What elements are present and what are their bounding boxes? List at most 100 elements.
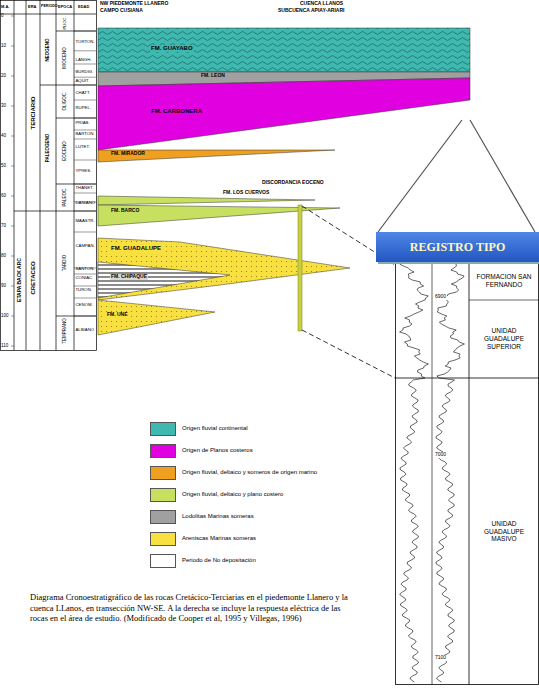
- stage-boundary: [74, 139, 96, 140]
- chart-label: 20: [1, 74, 6, 79]
- chart-label: EPOCA: [58, 5, 72, 9]
- correlation-line: [302, 330, 395, 378]
- node-text: UNIDAD GUADALUPE MASIVO: [471, 520, 537, 543]
- stage-boundary: [74, 298, 96, 299]
- stage-boundary: [74, 316, 96, 317]
- carbonera-band: [98, 78, 470, 150]
- node-text: FM. GUADALUPE: [111, 245, 161, 252]
- legend-text: Periodo de No depositación: [182, 557, 256, 564]
- log-curves: [400, 264, 465, 682]
- node-text: UNIDAD GUADALUPE SUPERIOR: [471, 327, 537, 350]
- rotated-label: OLIGOC.: [63, 92, 68, 111]
- rotated-label: PALEOGENO: [46, 134, 51, 162]
- chart-label: 50: [1, 164, 6, 169]
- chart-label: PERIODO: [41, 5, 58, 9]
- log-unit-cell: UNIDAD GUADALUPE SUPERIOR: [469, 300, 539, 378]
- node-text: FM. CARBONERA: [151, 108, 202, 115]
- log-header: REGISTRO TIPO: [376, 232, 539, 262]
- chart-label: 110: [1, 344, 8, 349]
- age-tick: [11, 106, 14, 107]
- chart-label: RUPEL.: [76, 106, 92, 111]
- stage-boundary: [74, 118, 96, 119]
- stage-boundary: [74, 77, 96, 78]
- stage-boundary: [74, 160, 96, 161]
- stage-boundary: [74, 211, 96, 212]
- rotated-label: TARDIO: [63, 255, 68, 272]
- formation-label: FM. GUADALUPE: [110, 245, 162, 252]
- stage-boundary: [74, 286, 96, 287]
- unit-boundary: [395, 378, 539, 379]
- zoom-line: [378, 120, 462, 232]
- barco-band: [98, 205, 340, 226]
- legend-text: Origen fluvial, deltaico y plano costero: [182, 491, 283, 498]
- chart-label: CUENCA LLANOS: [300, 1, 343, 7]
- age-tick: [11, 16, 14, 17]
- legend-swatch: [150, 466, 176, 480]
- rotated-label: CRETACEO: [30, 261, 37, 294]
- chart-label: 7000: [434, 452, 447, 458]
- stage-boundary: [74, 85, 96, 86]
- chart-label: EDAD: [78, 5, 89, 9]
- chart-label: AQUIT.: [76, 79, 90, 84]
- age-tick: [11, 136, 14, 137]
- formation-label: FM. GUAYABO: [150, 45, 194, 52]
- chart-label: THANET.: [76, 186, 94, 191]
- age-table: [0, 0, 97, 351]
- los-cuervos-band: [98, 196, 315, 205]
- rotated-label: NEOGENO: [46, 38, 51, 61]
- legend-swatch: [150, 532, 176, 546]
- chart-label: BARTON.: [76, 132, 95, 137]
- stage-boundary: [74, 184, 96, 185]
- chart-label: NW PIEDEMONTE LLANERO: [100, 1, 168, 7]
- mirador-band: [98, 150, 335, 162]
- node-text: REGISTRO TIPO: [410, 240, 505, 255]
- age-tick: [11, 226, 14, 227]
- chart-label: 40: [1, 134, 6, 139]
- chart-label: CAMPAN.: [76, 244, 95, 249]
- chart-label: 10: [1, 44, 6, 49]
- stage-boundary: [74, 64, 96, 65]
- age-tick: [11, 316, 14, 317]
- chart-label: 6900: [434, 294, 447, 300]
- legend-text: Origen fluvial, deltaico y someros de or…: [182, 469, 317, 476]
- well-bar: [298, 205, 302, 331]
- age-tick: [11, 346, 14, 347]
- node-text: FM. LOS CUERVOS: [223, 190, 269, 196]
- node-text: FM. GUAYABO: [151, 45, 193, 52]
- rotated-label: MIOCENO: [63, 47, 68, 69]
- stage-boundary: [74, 100, 96, 101]
- node-text: FM. MIRADOR: [111, 151, 145, 157]
- log-frame: [396, 263, 539, 685]
- formation-label: FM. CARBONERA: [150, 108, 203, 115]
- chart-label: 100: [1, 314, 9, 319]
- formation-label: FM. CHIPAQUE: [110, 274, 148, 280]
- legend-text: Lodolitas Marinas someras: [182, 513, 254, 520]
- stage-boundary: [74, 31, 96, 32]
- age-tick: [11, 286, 14, 287]
- stage-boundary: [74, 50, 96, 51]
- guadalupe-band: [98, 238, 350, 300]
- stage-boundary: [74, 193, 96, 194]
- chart-label: ALBIANO: [76, 328, 95, 333]
- legend-text: Origen de Planos costeros: [182, 447, 253, 454]
- log-curve: [436, 264, 464, 682]
- age-tick: [11, 76, 14, 77]
- chart-label: TORTON.: [76, 40, 95, 45]
- chart-label: 90: [1, 284, 6, 289]
- chart-label: YPRES.: [76, 169, 92, 174]
- node-text: FORMACION SAN FERNANDO: [471, 273, 537, 289]
- legend-text: Areniscas Marinas someras: [182, 535, 256, 542]
- stage-lines: [11, 16, 96, 346]
- legend-text: Origen fluvial continental: [182, 425, 248, 432]
- rotated-label: ETAPA BACK ARC: [17, 258, 23, 302]
- chart-label: CENOM.: [76, 303, 93, 308]
- chart-label: SUBCUENCA APIAY-ARIARI: [278, 8, 344, 14]
- legend-swatch: [150, 488, 176, 502]
- chart-label: MAASTR.: [76, 219, 95, 224]
- formation-label: FM. LEON: [200, 73, 226, 79]
- rotated-label: PLIOC.: [63, 16, 67, 29]
- legend-swatch: [150, 422, 176, 436]
- formation-label: FM. LOS CUERVOS: [222, 190, 270, 196]
- chart-label: LUTET.: [76, 145, 90, 150]
